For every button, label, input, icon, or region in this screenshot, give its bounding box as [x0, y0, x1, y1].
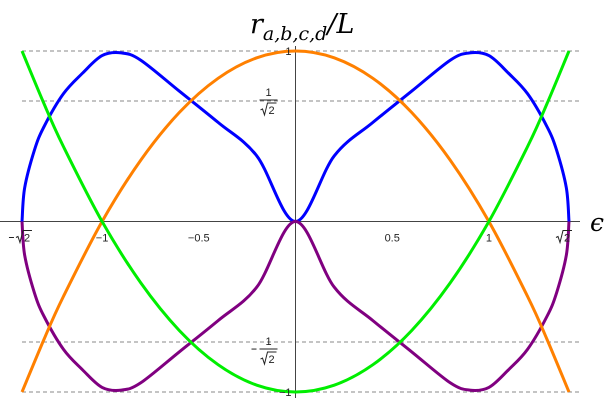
- svg-text:1: 1: [265, 87, 271, 99]
- series-line-1: [20, 220, 571, 392]
- svg-text:2: 2: [269, 105, 275, 117]
- x-tick-label-1: −1: [96, 233, 109, 245]
- y-tick-label-3: −1: [279, 387, 292, 399]
- x-tick-label-4: 1: [486, 233, 492, 245]
- x-axis-label: ϵ: [590, 208, 604, 237]
- series-line-2: [20, 49, 571, 393]
- title-subscript: a,b,c,d: [263, 23, 327, 45]
- svg-text:2: 2: [564, 233, 570, 245]
- title-suffix: /L: [324, 9, 354, 40]
- chart-title: ra,b,c,d/L: [250, 9, 354, 45]
- series-line-3: [20, 50, 571, 394]
- x-tick-label-2: −0.5: [188, 233, 210, 245]
- series-layer: [20, 49, 571, 394]
- svg-text:2: 2: [24, 233, 30, 245]
- y-tick-label-1: 12: [259, 87, 278, 117]
- svg-text:2: 2: [269, 354, 275, 366]
- y-tick-label-0: 1: [285, 46, 291, 58]
- y-tick-label-2: 12: [251, 336, 278, 366]
- title-base: r: [250, 9, 265, 40]
- x-tick-label-3: 0.5: [385, 233, 400, 245]
- x-tick-label-5: 2: [555, 230, 572, 245]
- x-tick-label-0: 2: [8, 230, 32, 245]
- svg-text:1: 1: [265, 336, 271, 348]
- axes: [0, 46, 580, 398]
